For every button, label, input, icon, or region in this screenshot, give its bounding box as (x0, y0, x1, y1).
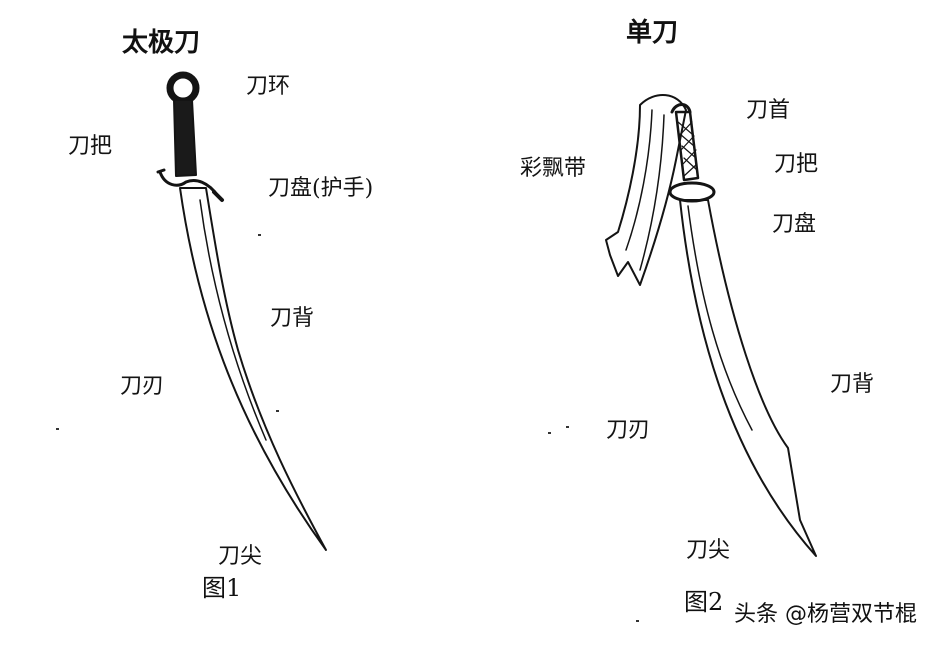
speck (566, 426, 569, 428)
speck (258, 234, 261, 236)
taiji-ring-shape (166, 71, 200, 105)
taiji-guard-label: 刀盘(护手) (268, 176, 374, 201)
taiji-handle-label: 刀把 (68, 134, 113, 159)
dan-sword-drawing (605, 94, 817, 557)
watermark: 头条 @杨营双节棍 (734, 602, 917, 627)
taiji-sword-drawing (156, 71, 327, 551)
taiji-back-label: 刀背 (270, 306, 315, 331)
figure2-caption: 图2 (684, 588, 724, 616)
dan-pommel-shape (670, 103, 692, 114)
dan-tip-label: 刀尖 (686, 538, 731, 563)
taiji-handle-shape (173, 99, 197, 177)
dan-back-label: 刀背 (830, 372, 875, 397)
speck (276, 410, 279, 412)
speck (636, 620, 639, 622)
dan-blade-shape (679, 199, 817, 557)
dan-handle-label: 刀把 (774, 152, 819, 177)
taiji-edge-label: 刀刃 (120, 374, 165, 399)
dan-groove-shape (687, 205, 753, 431)
dan-guard-label: 刀盘 (772, 212, 817, 237)
taiji-guard-shape (158, 170, 220, 198)
taiji-ring-label: 刀环 (246, 74, 291, 99)
dan-title: 单刀 (626, 18, 679, 48)
speck (548, 432, 551, 434)
taiji-groove-shape (199, 199, 267, 441)
dan-edge-label: 刀刃 (606, 418, 651, 443)
dan-guard-shape (668, 181, 716, 203)
ribbon-shape (605, 94, 687, 286)
dan-pommel-label: 刀首 (746, 98, 791, 123)
taiji-title: 太极刀 (122, 28, 201, 58)
taiji-tip-label: 刀尖 (218, 544, 263, 569)
speck (56, 428, 59, 430)
dan-handle-shape (674, 110, 700, 182)
figure1-caption: 图1 (202, 574, 242, 602)
taiji-blade-shape (179, 187, 327, 551)
dan-ribbon-label: 彩飘带 (520, 156, 587, 181)
